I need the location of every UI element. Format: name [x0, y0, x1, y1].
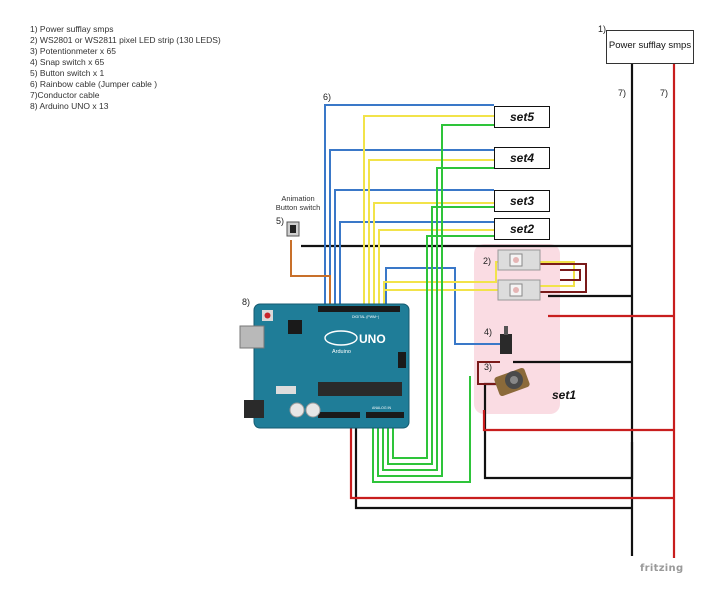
button-caption-line1: Animation — [281, 194, 315, 203]
set3-box: set3 — [494, 190, 550, 212]
animation-button-switch — [286, 221, 300, 237]
power-header — [318, 412, 360, 418]
fritzing-watermark: fritzing — [640, 563, 684, 574]
legend-item: 1) Power sufflay smps — [30, 24, 114, 34]
icsp-header — [398, 352, 406, 368]
potentiometer — [494, 367, 530, 397]
power-supply-box: Power sufflay smps — [606, 30, 694, 64]
capacitor — [305, 402, 321, 418]
legend-item: 7)Conductor cable — [30, 90, 100, 100]
set5-box: set5 — [494, 106, 550, 128]
snap-switch — [500, 326, 512, 354]
potentiometer-tag: 3) — [484, 362, 493, 372]
component-legend: 1) Power sufflay smps 2) WS2801 or WS281… — [30, 24, 221, 112]
led-tag: 2) — [483, 256, 492, 266]
capacitor — [289, 402, 305, 418]
analog-header — [366, 412, 404, 418]
jumper-green — [372, 124, 494, 483]
button-caption: Animation Button switch — [266, 194, 330, 212]
digital-header — [318, 306, 400, 312]
legend-item: 4) Snap switch x 65 — [30, 57, 105, 67]
rainbow-cable-tag: 6) — [323, 92, 332, 102]
conductor-black — [301, 64, 634, 556]
arduino-brand: Arduino — [332, 349, 351, 355]
conductor-tag-black: 7) — [618, 88, 627, 98]
led-pixel-strip — [497, 249, 541, 301]
power-jack — [244, 400, 264, 418]
set4-box: set4 — [494, 147, 550, 169]
set1-label: set1 — [552, 388, 577, 402]
power-supply-label: Power sufflay smps — [608, 40, 692, 51]
usb-port — [239, 325, 265, 349]
legend-item: 3) Potentionmeter x 65 — [30, 46, 116, 56]
arduino-tag: 8) — [242, 297, 251, 307]
analog-header-label: ANALOG IN — [372, 406, 392, 410]
digital-header-label: DIGITAL (PWM~) — [352, 315, 379, 319]
snap-switch-tag: 4) — [484, 327, 493, 337]
set2-box: set2 — [494, 218, 550, 240]
conductor-tag-red: 7) — [660, 88, 669, 98]
legend-item: 6) Rainbow cable (Jumper cable ) — [30, 79, 158, 89]
power-supply-tag: 1) — [598, 24, 607, 34]
button-orange-wire — [290, 240, 331, 305]
arduino-uno-board: UNO Arduino DIGITAL (PWM~) ANALOG IN — [239, 303, 410, 429]
legend-item: 2) WS2801 or WS2811 pixel LED strip (130… — [30, 35, 221, 45]
conductor-red — [349, 64, 676, 558]
arduino-logo: UNO — [359, 332, 386, 346]
legend-item: 8) Arduino UNO x 13 — [30, 101, 109, 111]
jumper-maroon — [477, 263, 587, 385]
legend-item: 5) Button switch x 1 — [30, 68, 105, 78]
button-caption-line2: Button switch — [275, 203, 321, 212]
mcu-chip — [318, 382, 402, 396]
button-tag: 5) — [276, 216, 285, 226]
